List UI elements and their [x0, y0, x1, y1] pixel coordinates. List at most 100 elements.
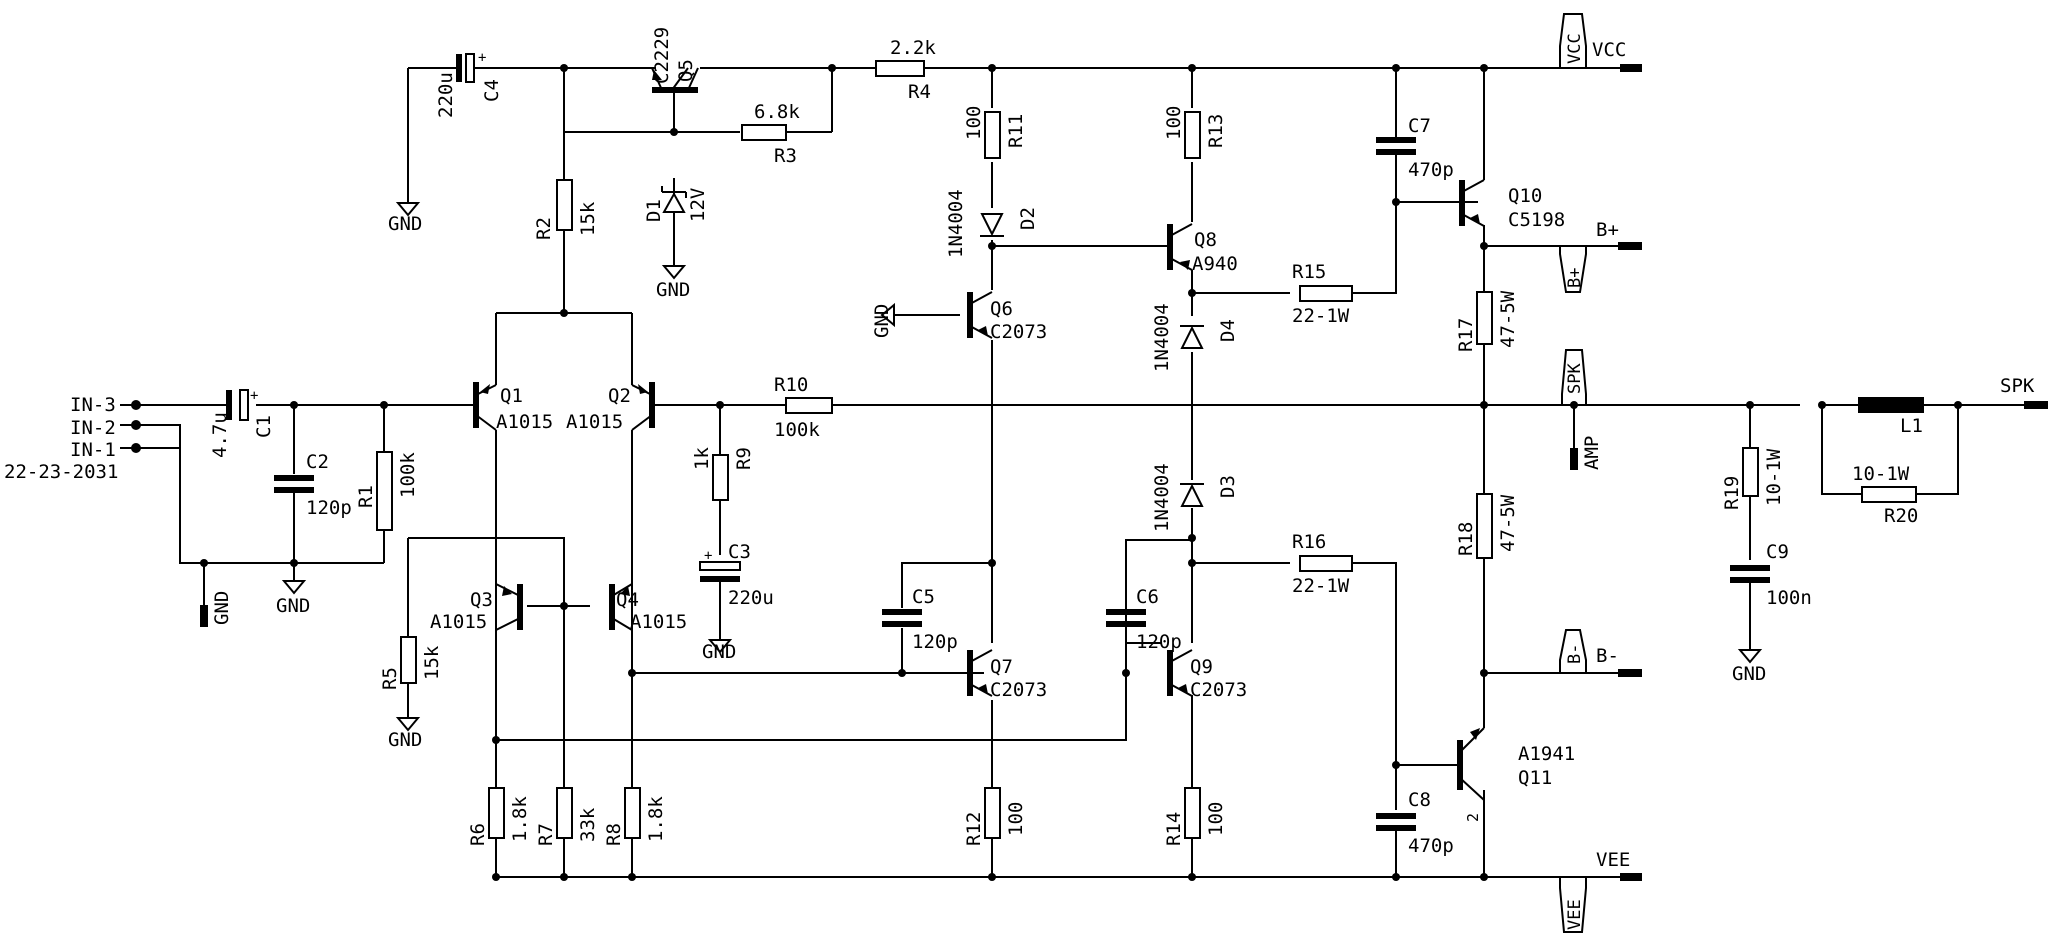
svg-text:Q1: Q1 — [500, 385, 523, 407]
svg-text:1N4004: 1N4004 — [1151, 303, 1173, 372]
svg-text:2: 2 — [1464, 813, 1482, 822]
resistor-r7: R7 33k — [535, 787, 599, 846]
svg-text:1N4004: 1N4004 — [1151, 463, 1173, 532]
svg-text:Q9: Q9 — [1190, 656, 1213, 678]
svg-text:+: + — [478, 50, 486, 66]
svg-text:R17: R17 — [1455, 318, 1477, 352]
gnd-symbol-q6: GND — [871, 302, 895, 338]
svg-text:15k: 15k — [577, 201, 599, 236]
svg-text:+: + — [250, 388, 258, 404]
resistor-r19: R19 10-1W — [1721, 447, 1785, 510]
transistor-q11: A1941 Q11 2 — [1457, 700, 1575, 877]
amp-terminal: AMP — [1570, 436, 1603, 470]
vcc-port: VCC VCC — [1559, 13, 1642, 72]
resistor-r5: R5 15k — [379, 636, 443, 718]
svg-text:1k: 1k — [691, 447, 713, 470]
svg-text:470p: 470p — [1408, 835, 1454, 857]
svg-text:Q3: Q3 — [470, 589, 493, 611]
svg-text:GND: GND — [388, 213, 422, 235]
resistor-r18: R18 47-5W — [1455, 493, 1519, 559]
resistor-r14: R14 100 — [1163, 787, 1227, 846]
svg-text:120p: 120p — [1136, 631, 1182, 653]
svg-text:C2073: C2073 — [990, 679, 1047, 701]
gnd-symbol-c2: GND — [276, 580, 310, 617]
svg-text:22-1W: 22-1W — [1292, 305, 1350, 327]
diode-d1: D1 12V — [643, 178, 709, 222]
svg-text:C3: C3 — [728, 541, 751, 563]
transistor-q5: Q5 C2229 — [651, 27, 699, 93]
svg-text:GND: GND — [388, 729, 422, 751]
spk-output-terminal: SPK — [2000, 375, 2048, 409]
svg-text:C2073: C2073 — [1190, 679, 1247, 701]
resistor-r20: 10-1W R20 — [1852, 463, 1918, 527]
svg-text:D4: D4 — [1217, 319, 1239, 342]
svg-text:100: 100 — [1163, 106, 1185, 140]
resistor-r8: R8 1.8k — [603, 787, 667, 846]
svg-text:1.8k: 1.8k — [645, 796, 667, 842]
connector-pin-in2: IN-2 — [70, 417, 116, 439]
svg-text:47-5W: 47-5W — [1497, 290, 1519, 348]
svg-text:GND: GND — [871, 304, 893, 338]
svg-text:C5: C5 — [912, 586, 935, 608]
svg-text:33k: 33k — [577, 807, 599, 842]
svg-text:1N4004: 1N4004 — [945, 189, 967, 258]
svg-text:100k: 100k — [774, 419, 820, 441]
svg-text:R14: R14 — [1163, 812, 1185, 846]
transistors: Q1 A1015 Q2 A1015 Q3 A1015 Q4 A1015 — [430, 27, 1575, 877]
capacitor-c9: C9 100n — [1730, 541, 1812, 609]
capacitors: + C4 220u + C1 4.7u C2 120p + C3 220u — [209, 50, 1812, 857]
svg-text:C1: C1 — [253, 415, 275, 438]
svg-text:A1015: A1015 — [630, 611, 687, 633]
svg-text:C2: C2 — [306, 451, 329, 473]
resistor-r2: R2 15k — [533, 68, 599, 240]
connector-pin-in1: IN-1 — [70, 439, 116, 461]
svg-text:A1941: A1941 — [1518, 743, 1575, 765]
svg-text:R2: R2 — [533, 217, 555, 240]
svg-text:B+: B+ — [1565, 268, 1585, 288]
resistors: 6.8k R3 2.2k R4 R10 100k R15 22-1W R16 2… — [355, 37, 1918, 846]
capacitor-c5: C5 120p — [882, 563, 958, 673]
svg-text:R8: R8 — [603, 823, 625, 846]
resistor-r16: R16 22-1W — [1292, 531, 1353, 597]
svg-text:2.2k: 2.2k — [890, 37, 936, 59]
svg-text:GND: GND — [702, 641, 736, 663]
transistor-q8: Q8 A940 — [1167, 223, 1238, 275]
svg-text:100n: 100n — [1766, 587, 1812, 609]
svg-text:R16: R16 — [1292, 531, 1326, 553]
svg-text:D3: D3 — [1217, 475, 1239, 498]
svg-text:220u: 220u — [728, 587, 774, 609]
diode-d4: D4 1N4004 — [1151, 303, 1239, 372]
svg-text:GND: GND — [211, 591, 233, 625]
svg-text:SPK: SPK — [2000, 375, 2035, 397]
svg-text:A940: A940 — [1192, 253, 1238, 275]
inductor-l1: L1 — [1858, 397, 1924, 437]
transistor-q1: Q1 A1015 — [473, 382, 553, 433]
svg-text:R3: R3 — [774, 145, 797, 167]
svg-text:C9: C9 — [1766, 541, 1789, 563]
capacitor-c2: C2 120p — [274, 451, 352, 519]
svg-text:GND: GND — [656, 279, 690, 301]
gnd-symbol-c9: GND — [1732, 649, 1766, 685]
svg-text:100: 100 — [1205, 802, 1227, 836]
svg-text:D1: D1 — [643, 199, 665, 222]
connector-pin-in3: IN-3 — [70, 394, 116, 416]
svg-text:A1015: A1015 — [496, 411, 553, 433]
capacitor-c1: + C1 4.7u — [209, 388, 275, 458]
svg-text:C6: C6 — [1136, 586, 1159, 608]
svg-text:R5: R5 — [379, 667, 401, 690]
gnd-symbol-c3: GND — [702, 639, 736, 663]
svg-text:100k: 100k — [397, 452, 419, 498]
resistor-r4: 2.2k R4 — [856, 37, 940, 103]
transistor-q2: Q2 A1015 — [566, 382, 655, 433]
svg-text:R12: R12 — [963, 812, 985, 846]
svg-text:VEE: VEE — [1565, 899, 1585, 930]
svg-text:R9: R9 — [733, 447, 755, 470]
svg-text:6.8k: 6.8k — [754, 101, 800, 123]
svg-text:D2: D2 — [1017, 207, 1039, 230]
vee-port: VEE VEE — [1559, 849, 1642, 933]
svg-text:22-1W: 22-1W — [1292, 575, 1350, 597]
resistor-r13: 100 R13 — [1163, 106, 1227, 159]
resistor-r6: R6 1.8k — [467, 787, 531, 846]
diode-d3: D3 1N4004 — [1151, 463, 1239, 532]
